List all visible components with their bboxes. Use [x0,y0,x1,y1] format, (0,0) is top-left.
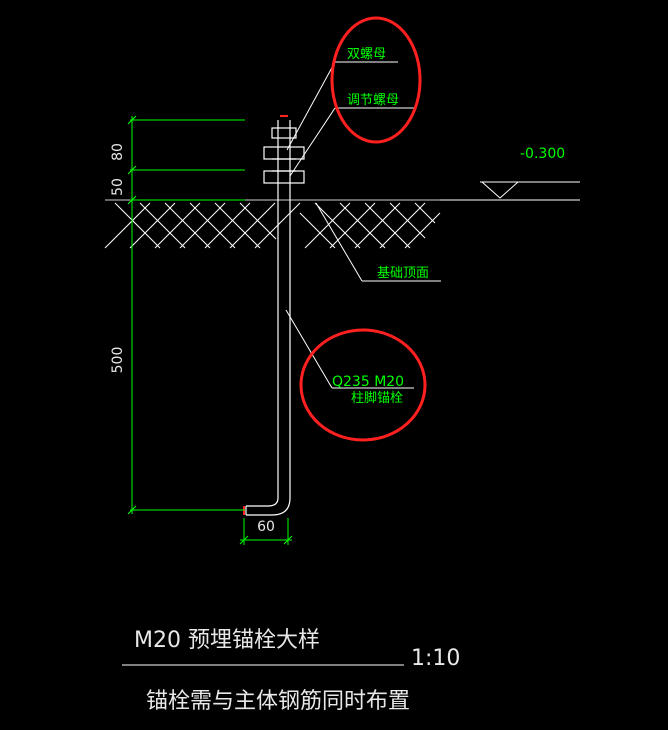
dim-60: 60 [257,519,275,535]
callout-double-nut: 双螺母 [347,47,386,62]
highlight-circle-bolt [299,328,427,442]
callout-foundation-top: 基础顶面 [377,266,429,281]
upper-nut [263,146,305,160]
highlight-circle-nuts [330,16,422,144]
dimension-lines [127,115,293,545]
drawing-note: 锚栓需与主体钢筋同时布置 [146,689,410,714]
dim-500: 500 [110,347,126,374]
elevation-marker [480,181,580,201]
callout-adjust-nut: 调节螺母 [347,93,399,108]
lower-nut [263,170,305,184]
anchor-bolt [245,120,305,516]
ground-hatch [104,199,580,249]
callout-bolt-spec: Q235 M20 [332,374,404,390]
elevation-label: -0.300 [520,146,565,162]
drawing-scale: 1:10 [411,646,460,671]
leader-lines [285,61,441,389]
callout-bolt-name: 柱脚锚栓 [351,390,403,406]
dim-50: 50 [110,178,126,196]
drawing-title: M20 预埋锚栓大样 [134,628,320,653]
dim-80: 80 [110,143,126,161]
